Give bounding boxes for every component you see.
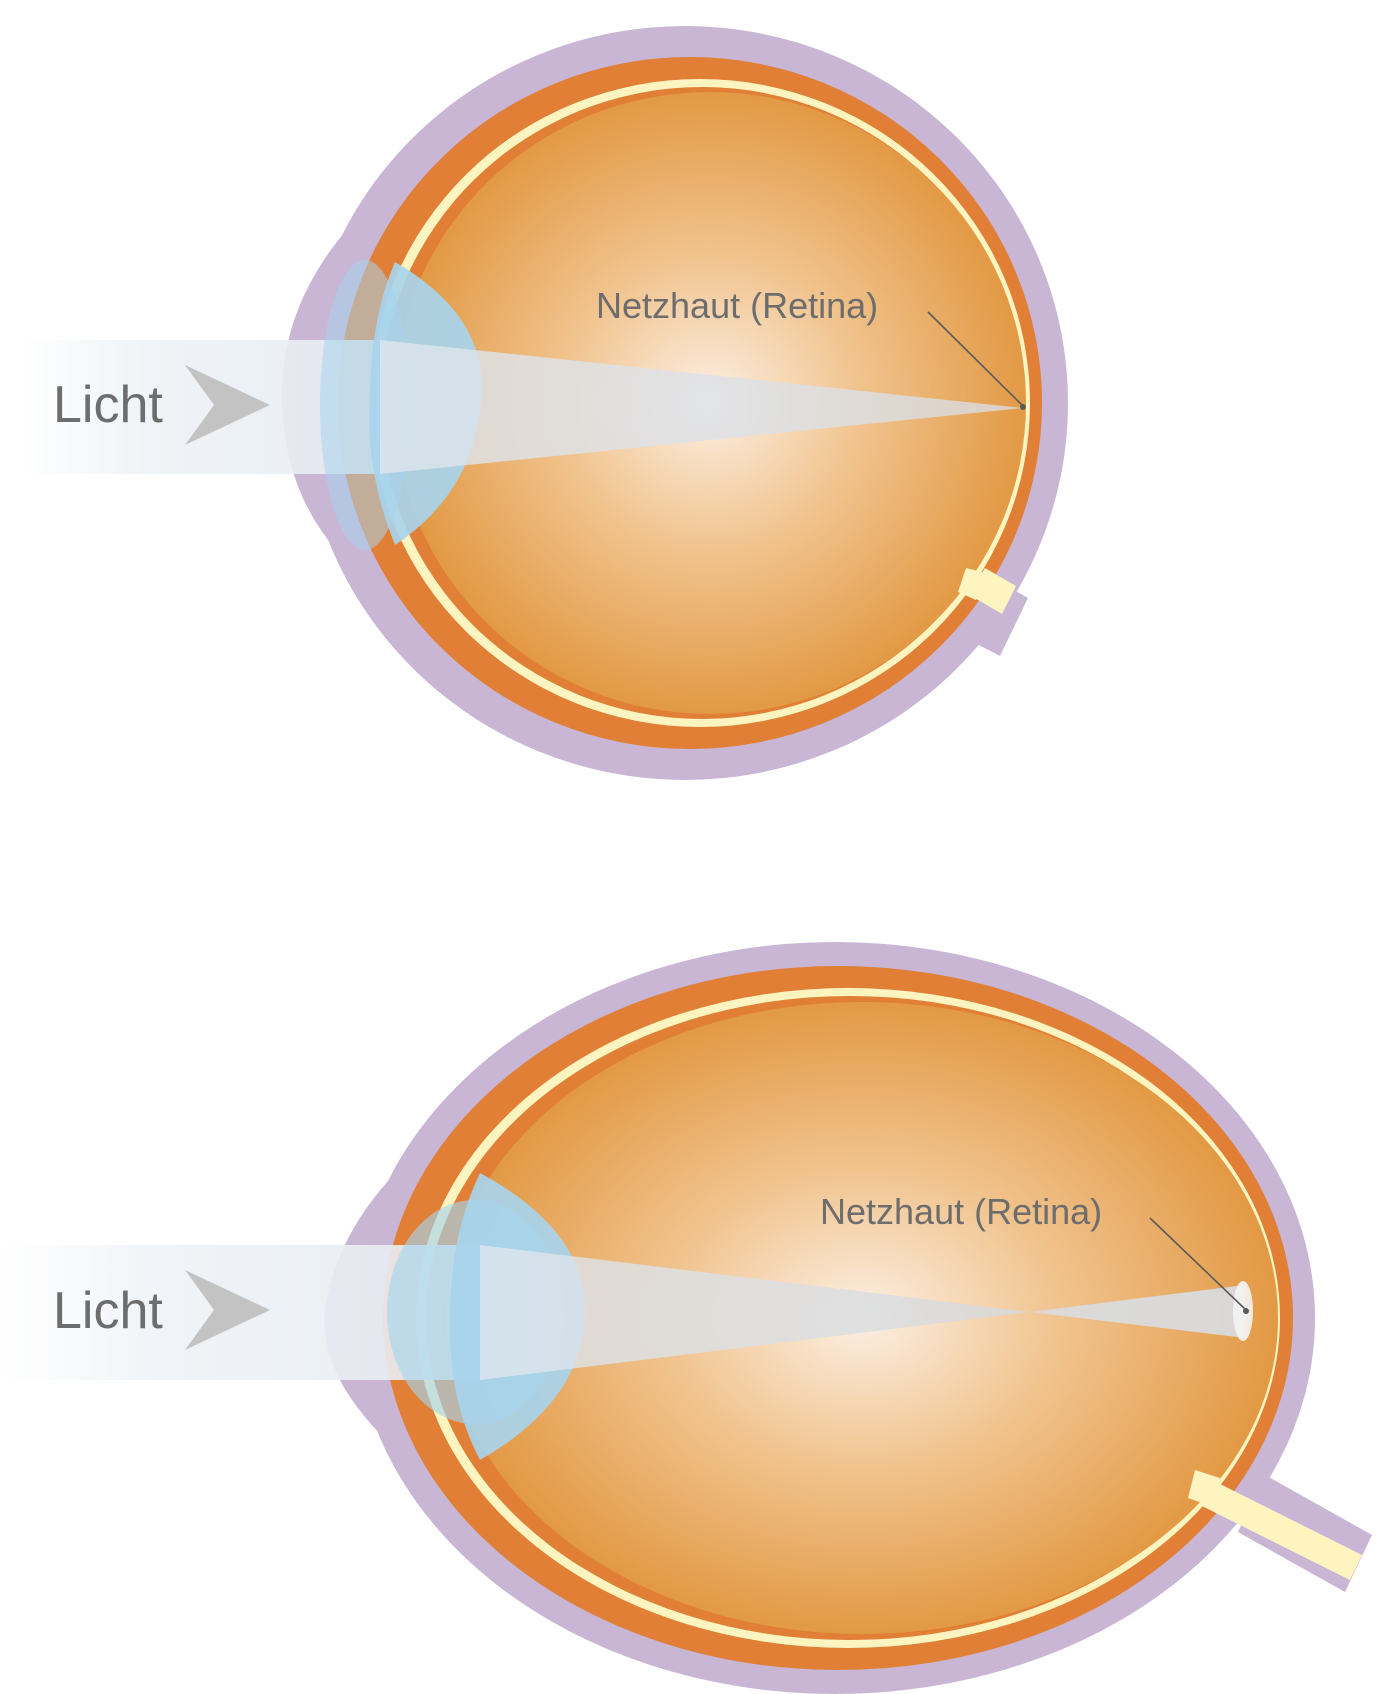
light-cone-diverging: [1030, 1285, 1245, 1338]
retina-leader-line: [927, 311, 1023, 406]
chevron-right-icon: [185, 365, 270, 445]
cornea-front: [320, 260, 410, 550]
retina-leader-line: [1149, 1217, 1246, 1310]
light-cone: [480, 1245, 1030, 1380]
optic-nerve-root: [958, 568, 990, 600]
light-beam: [20, 340, 380, 474]
normal-eye: Licht Netzhaut (Retina): [20, 26, 1068, 780]
elongated-eye: Licht Netzhaut (Retina): [0, 942, 1372, 1694]
light-label: Licht: [53, 1282, 163, 1340]
retina-label: Netzhaut (Retina): [596, 285, 878, 326]
chevron-right-icon: [185, 1270, 270, 1350]
retina-label: Netzhaut (Retina): [820, 1191, 1102, 1232]
light-label: Licht: [53, 376, 163, 434]
light-cone: [380, 340, 1023, 474]
optic-nerve-root: [1188, 1470, 1220, 1505]
optic-nerve: [1200, 1480, 1362, 1580]
